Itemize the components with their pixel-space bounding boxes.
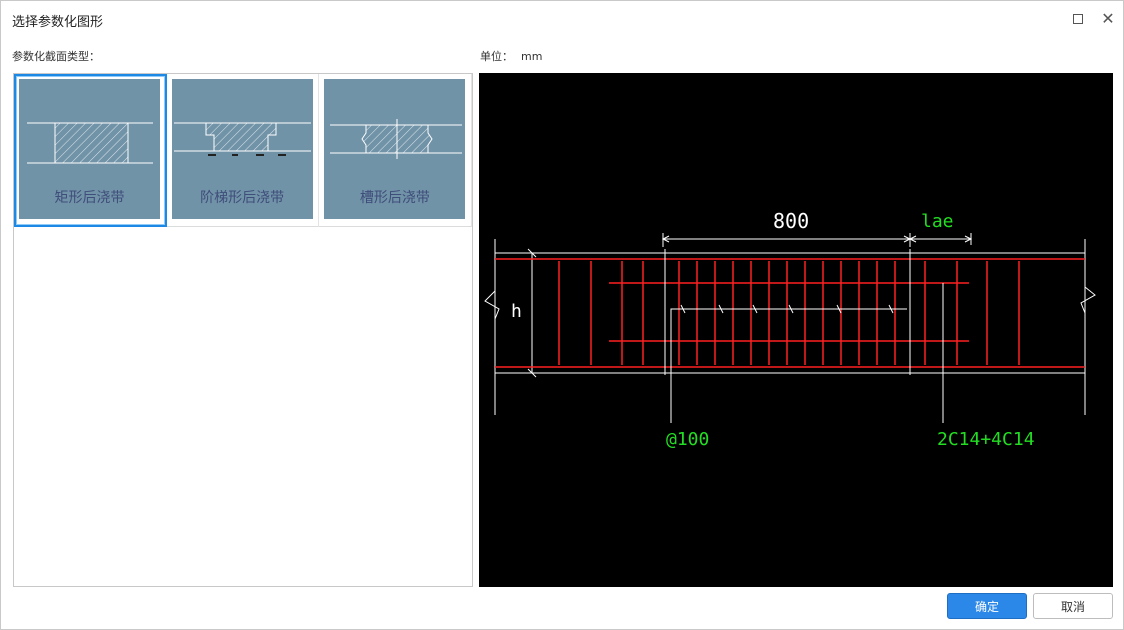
tile-stepped-label: 阶梯形后浇带 xyxy=(200,190,285,206)
post-cast-strip-drawing xyxy=(484,233,1096,423)
close-icon: ✕ xyxy=(1101,9,1115,28)
section-type-list: 矩形后浇带 xyxy=(13,73,473,587)
grooved-thumbnail-icon xyxy=(330,119,463,159)
unit-label-text: 单位： xyxy=(480,50,513,63)
section-type-label: 参数化截面类型： xyxy=(12,50,100,63)
maximize-icon xyxy=(1073,14,1083,24)
dialog-title: 选择参数化图形 xyxy=(12,15,104,30)
dim-width-label: 800 xyxy=(773,209,810,233)
tile-rectangle-thumb: 矩形后浇带 xyxy=(19,79,160,219)
dim-lae-label: lae xyxy=(921,211,954,232)
rebar-label: 2C14+4C14 xyxy=(937,429,1035,450)
cancel-button[interactable]: 取消 xyxy=(1033,593,1113,619)
rectangle-thumbnail-icon xyxy=(27,122,153,164)
preview-canvas: 800 lae h @100 2C14+4C14 xyxy=(479,73,1113,587)
close-button[interactable]: ✕ xyxy=(1098,9,1118,29)
tile-grooved-label: 槽形后浇带 xyxy=(359,190,430,206)
tile-rectangle[interactable]: 矩形后浇带 xyxy=(14,74,167,227)
confirm-button[interactable]: 确定 xyxy=(947,593,1027,619)
dim-h-label: h xyxy=(511,301,522,322)
stepped-thumbnail-icon xyxy=(173,122,311,156)
unit-value: mm xyxy=(521,50,543,63)
tile-rectangle-label: 矩形后浇带 xyxy=(54,190,125,206)
maximize-button[interactable] xyxy=(1068,9,1088,29)
spacing-label: @100 xyxy=(666,429,710,450)
stirrup-group xyxy=(558,261,1020,365)
tile-grooved[interactable]: 槽形后浇带 xyxy=(319,74,473,227)
unit-label: 单位： mm xyxy=(480,48,542,64)
tile-row: 矩形后浇带 xyxy=(14,74,473,227)
tile-stepped-thumb: 阶梯形后浇带 xyxy=(171,79,313,219)
tile-grooved-thumb: 槽形后浇带 xyxy=(324,79,466,219)
tile-stepped[interactable]: 阶梯形后浇带 xyxy=(167,74,320,227)
